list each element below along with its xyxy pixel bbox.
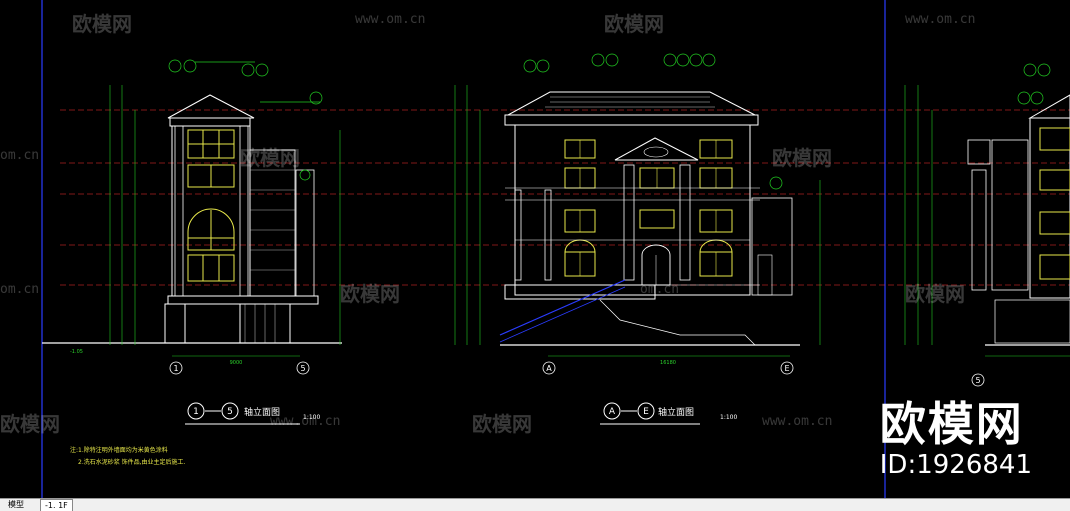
watermark-url: www.om.cn (762, 414, 833, 429)
note-line-2: 2.洗石水泥砂浆 饰件品,由业主定后施工. (78, 458, 186, 466)
watermark-url: om.cn (0, 148, 40, 163)
tab-model[interactable]: 模型 (8, 500, 24, 509)
cad-drawing-canvas[interactable]: 1 5 9000 -1.05 1 5 轴立面图 1:100 注:1.除特注明外墙… (0, 0, 1070, 498)
axis-label-E: E (784, 364, 789, 373)
note-line-1: 注:1.除特注明外墙面均为米黄色涂料 (70, 446, 168, 454)
watermark-url: om.cn (640, 282, 680, 297)
title-axis-end-middle: E (643, 407, 649, 417)
watermark-url: om.cn (0, 282, 40, 297)
drawing-title-middle: A E 轴立面图 1:100 (600, 402, 737, 425)
elevation-right-partial: 5 (904, 63, 1070, 387)
ground-lines (42, 342, 1070, 346)
watermark-id: ID:1926841 (879, 450, 1032, 480)
elevation-left: 1 5 9000 -1.05 (70, 59, 341, 375)
status-bar: 模型 -1. 1F (0, 498, 1070, 511)
title-text-left: 轴立面图 (244, 406, 280, 418)
elevation-middle: A E 16180 (454, 53, 821, 375)
title-text-middle: 轴立面图 (658, 406, 694, 418)
tab-layout[interactable]: -1. 1F (40, 499, 73, 511)
axis-label-right-5: 5 (975, 376, 980, 385)
title-scale-left: 1:100 (303, 414, 320, 421)
axis-label-1: 1 (173, 364, 178, 373)
watermark-url: www.om.cn (905, 12, 976, 27)
title-scale-middle: 1:100 (720, 414, 737, 421)
title-axis-start-middle: A (609, 407, 616, 417)
watermark-logo-large: 欧模网 (879, 397, 1024, 451)
watermark-id-block: 欧模网 ID:1926841 (880, 398, 1032, 480)
title-axis-start-left: 1 (193, 407, 199, 417)
axis-label-5: 5 (300, 364, 305, 373)
title-axis-end-left: 5 (227, 407, 233, 417)
axis-label-A: A (546, 364, 552, 373)
level-label-left: -1.05 (70, 349, 83, 355)
drawing-title-left: 1 5 轴立面图 1:100 (185, 402, 320, 425)
dim-total-mid: 16180 (660, 360, 676, 366)
dim-total-left: 9000 (230, 360, 243, 366)
watermark-url: www.om.cn (270, 414, 341, 429)
watermark-url: www.om.cn (355, 12, 426, 27)
